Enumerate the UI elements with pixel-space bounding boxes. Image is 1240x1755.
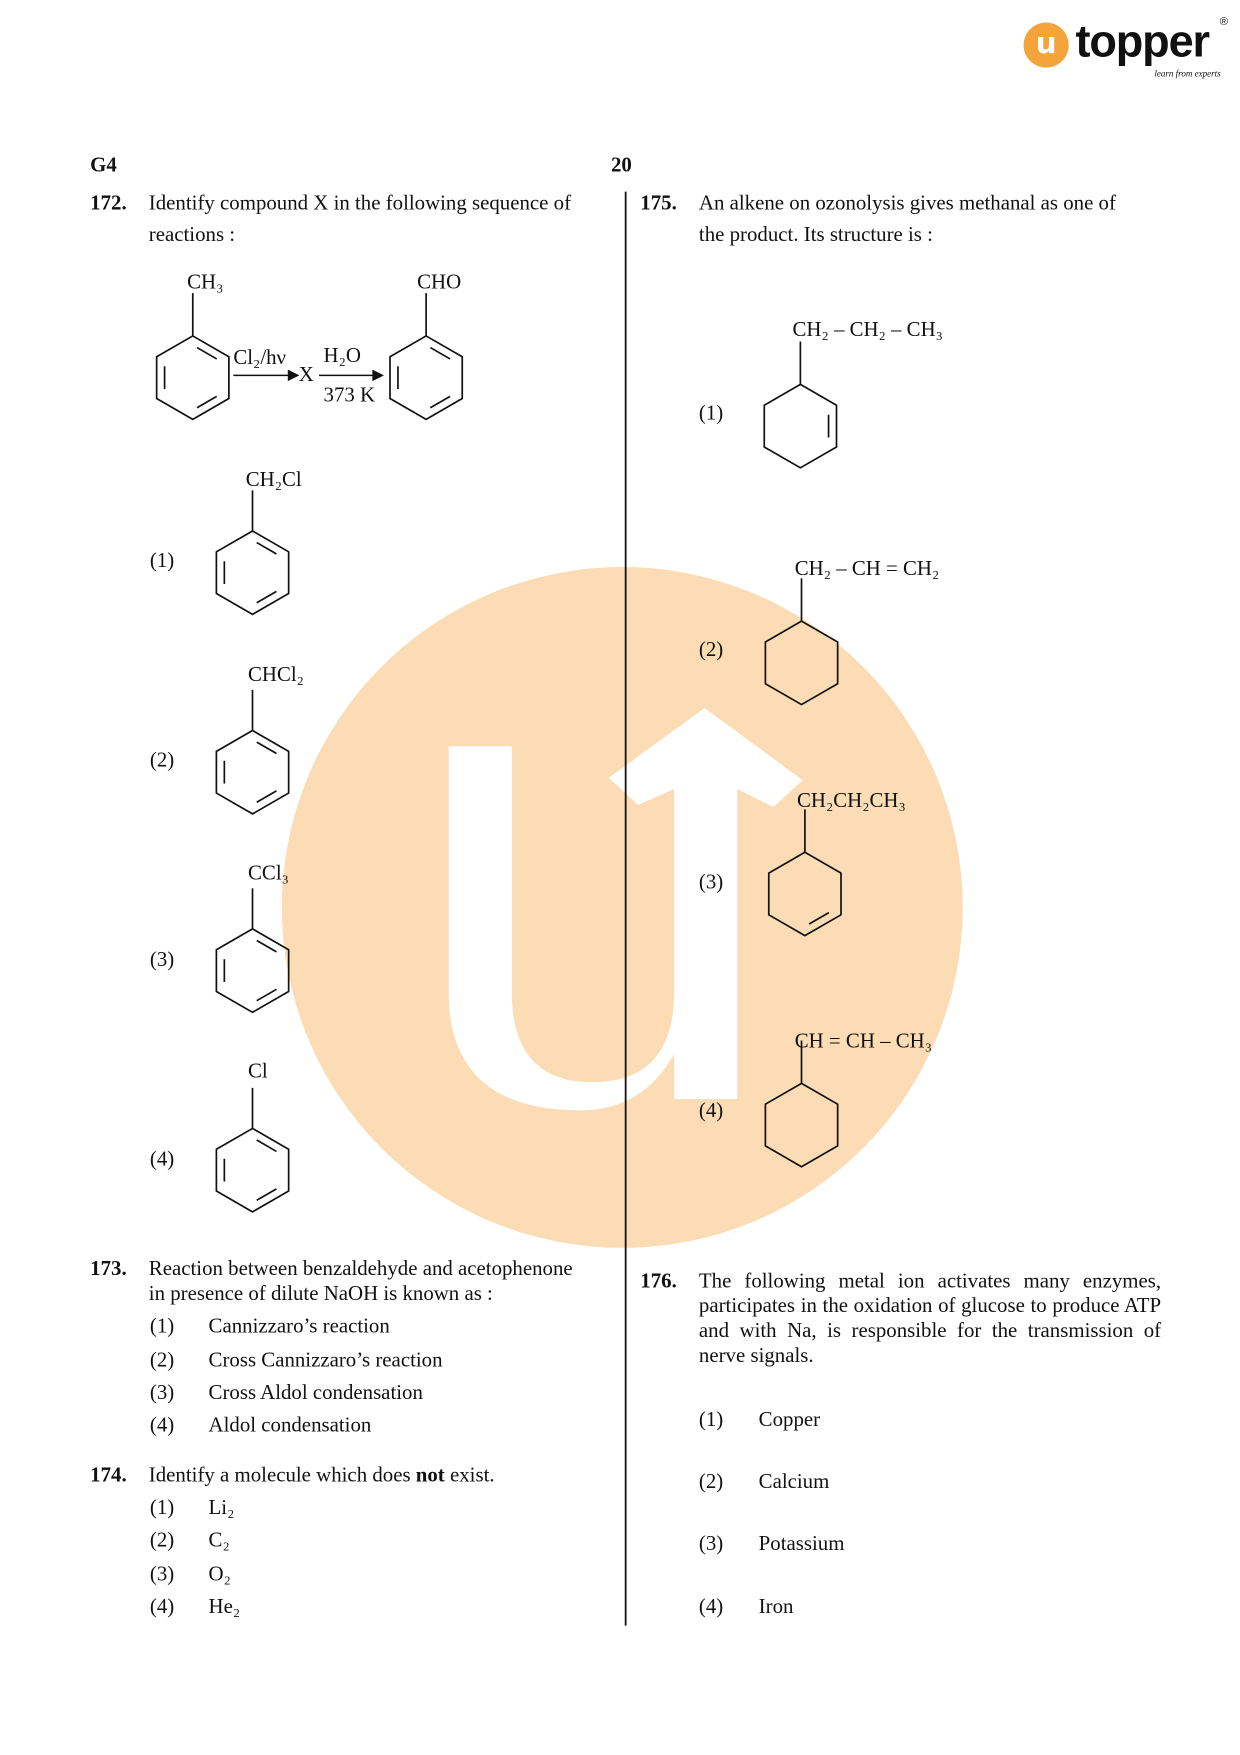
q176-option-4-text[interactable]: Iron <box>758 1596 794 1619</box>
q174-text: Identify a molecule which does not exist… <box>149 1463 495 1488</box>
q174-option-1-label[interactable]: (1) <box>149 1497 175 1520</box>
q172-option-4-label[interactable]: (4) <box>149 1148 175 1172</box>
topper-logo: u topper learn from experts ® <box>1021 16 1235 88</box>
q173-option-3-text[interactable]: Cross Aldol condensation <box>208 1382 423 1405</box>
q174-option-2-text[interactable]: C₂ <box>208 1529 230 1553</box>
q172-option-3-group: CCl₃ <box>248 862 289 885</box>
q174-text-emphasis: not <box>415 1464 445 1487</box>
logo-mark: u <box>1023 22 1069 68</box>
paper-code: G4 <box>90 154 117 177</box>
q175-option-1-label[interactable]: (1) <box>698 402 724 425</box>
q172-option-1-benzene <box>215 490 290 616</box>
q172-option-2-label[interactable]: (2) <box>149 749 175 773</box>
reaction-reagent2-top: H₂O <box>323 344 361 368</box>
q176-text: The following metal ion activates many e… <box>698 1270 1162 1368</box>
q174-option-1-text[interactable]: Li₂ <box>208 1497 235 1520</box>
q172-option-3-benzene <box>215 888 290 1014</box>
q172-number: 172. <box>90 192 127 216</box>
q176-number: 176. <box>640 1270 677 1294</box>
q175-option-1-group: CH₂ – CH₂ – CH₃ <box>792 319 943 342</box>
q173-option-3-label[interactable]: (3) <box>149 1382 175 1405</box>
reaction-product-group: CHO <box>417 271 462 295</box>
q176-option-1-text[interactable]: Copper <box>758 1409 821 1432</box>
q176-option-4-label[interactable]: (4) <box>698 1596 724 1619</box>
q175-option-4-group: CH = CH – CH₃ <box>794 1030 932 1053</box>
q173-option-2-label[interactable]: (2) <box>149 1349 175 1372</box>
q172-option-4-benzene <box>215 1087 290 1213</box>
q173-text-line1: Reaction between benzaldehyde and acetop… <box>148 1258 573 1281</box>
q176-option-1-label[interactable]: (1) <box>698 1409 724 1432</box>
q173-number: 173. <box>90 1258 127 1281</box>
q175-option-3-cyclohexene <box>767 809 842 937</box>
q176-option-3-label[interactable]: (3) <box>698 1533 724 1556</box>
q175-option-3-group: CH₂CH₂CH₃ <box>797 790 906 813</box>
q173-option-1-label[interactable]: (1) <box>149 1315 175 1339</box>
logo-wordmark: topper <box>1075 16 1210 67</box>
q175-option-1-cyclohexene <box>763 341 838 469</box>
q175-option-4-cyclohexane <box>764 1040 839 1168</box>
q174-text-pre: Identify a molecule which does <box>148 1464 416 1487</box>
logo-tagline: learn from experts <box>1154 68 1221 79</box>
q175-option-2-group: CH₂ – CH = CH₂ <box>794 558 940 581</box>
q175-text-line2: the product. Its structure is : <box>698 224 933 247</box>
q172-option-2-benzene <box>215 689 290 815</box>
q173-option-4-label[interactable]: (4) <box>149 1414 175 1438</box>
q175-option-3-label[interactable]: (3) <box>698 871 724 894</box>
registered-mark: ® <box>1219 15 1229 29</box>
benzaldehyde-structure <box>389 293 464 421</box>
reaction-intermediate: X <box>298 364 314 387</box>
reaction-reagent1: Cl₂/hν <box>233 347 286 370</box>
q172-option-1-group: CH₂Cl <box>245 468 302 492</box>
reaction-reagent2-bottom: 373 K <box>323 384 376 407</box>
q172-option-4-group: Cl <box>248 1060 268 1084</box>
q172-option-1-label[interactable]: (1) <box>149 550 175 573</box>
q173-option-1-text[interactable]: Cannizzaro’s reaction <box>208 1315 390 1339</box>
q175-number: 175. <box>640 192 677 216</box>
q175-option-4-label[interactable]: (4) <box>698 1100 724 1123</box>
q174-option-3-label[interactable]: (3) <box>149 1563 175 1587</box>
page-number: 20 <box>610 154 632 177</box>
q174-option-3-text[interactable]: O₂ <box>208 1563 231 1587</box>
topper-watermark <box>281 567 963 1248</box>
q172-text-line1: Identify compound X in the following seq… <box>148 192 572 216</box>
q172-text-line2: reactions : <box>148 224 236 247</box>
q173-option-4-text[interactable]: Aldol condensation <box>208 1414 372 1438</box>
q176-option-2-text[interactable]: Calcium <box>758 1471 830 1494</box>
q172-option-2-group: CHCl₂ <box>248 663 304 687</box>
q175-option-2-cyclohexane <box>764 578 839 706</box>
q175-text-line1: An alkene on ozonolysis gives methanal a… <box>698 192 1116 216</box>
q174-number: 174. <box>90 1464 127 1487</box>
q174-text-post: exist. <box>444 1464 495 1487</box>
q174-option-4-text[interactable]: He₂ <box>208 1596 241 1619</box>
q174-option-2-label[interactable]: (2) <box>149 1529 175 1553</box>
q174-option-4-label[interactable]: (4) <box>149 1596 175 1619</box>
q172-option-3-label[interactable]: (3) <box>149 949 175 972</box>
q175-option-2-label[interactable]: (2) <box>698 639 724 662</box>
toluene-structure <box>155 293 230 421</box>
q173-option-2-text[interactable]: Cross Cannizzaro’s reaction <box>208 1349 443 1372</box>
reaction-arrows <box>233 369 384 382</box>
q176-option-3-text[interactable]: Potassium <box>758 1533 845 1556</box>
reaction-start-group: CH₃ <box>187 271 224 295</box>
q176-option-2-label[interactable]: (2) <box>698 1471 724 1494</box>
q173-text-line2: in presence of dilute NaOH is known as : <box>148 1282 493 1306</box>
